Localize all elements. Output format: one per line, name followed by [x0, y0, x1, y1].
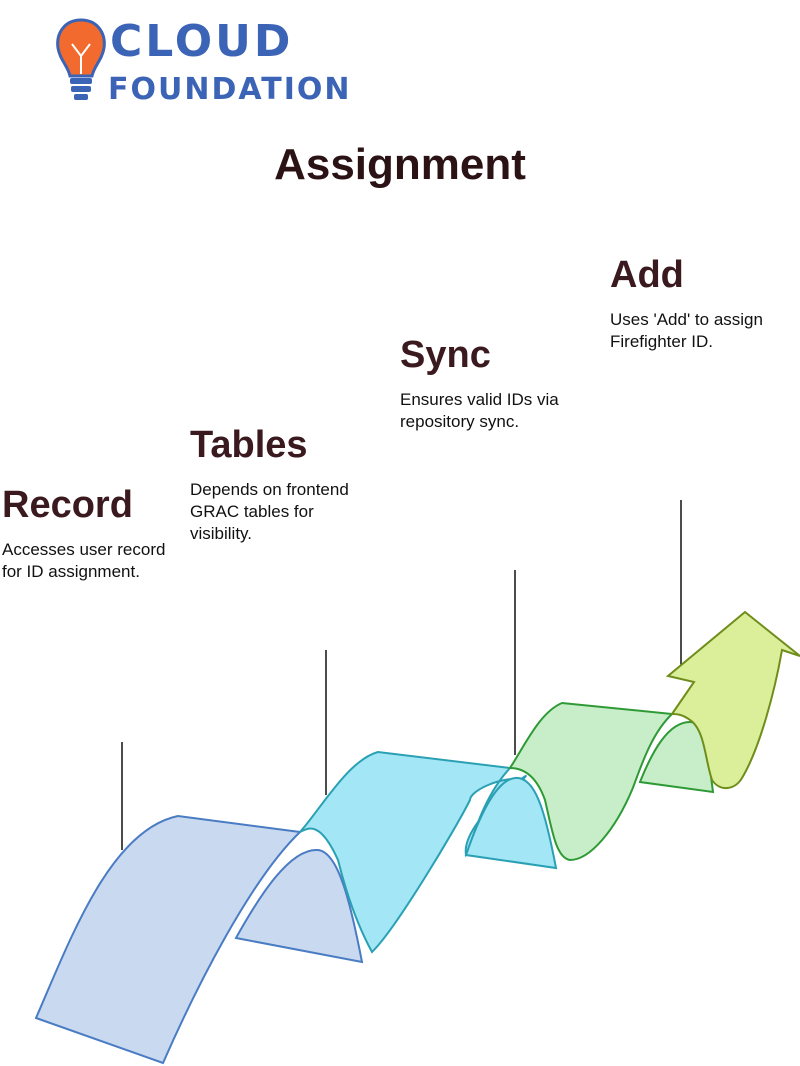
step-title-sync: Sync	[400, 334, 491, 376]
logo-text-cloud: CLOUD	[110, 16, 294, 67]
step-desc-sync: Ensures valid IDs via repository sync.	[400, 390, 559, 431]
step-title-tables: Tables	[190, 424, 308, 466]
lightbulb-icon	[56, 18, 106, 100]
ribbon-sync	[508, 701, 715, 862]
ribbon-record	[34, 814, 364, 1065]
step-desc-add: Uses 'Add' to assign Firefighter ID.	[610, 310, 763, 351]
ribbon-tables	[299, 750, 558, 954]
step-title-add: Add	[610, 254, 684, 296]
ribbon-add-arrow	[665, 610, 800, 789]
page-title: Assignment	[274, 140, 526, 189]
step-desc-tables: Depends on frontend GRAC tables for visi…	[190, 480, 349, 543]
step-title-record: Record	[2, 484, 133, 526]
step-desc-record: Accesses user record for ID assignment.	[2, 540, 166, 581]
logo-text-foundation: FOUNDATION	[108, 72, 352, 107]
